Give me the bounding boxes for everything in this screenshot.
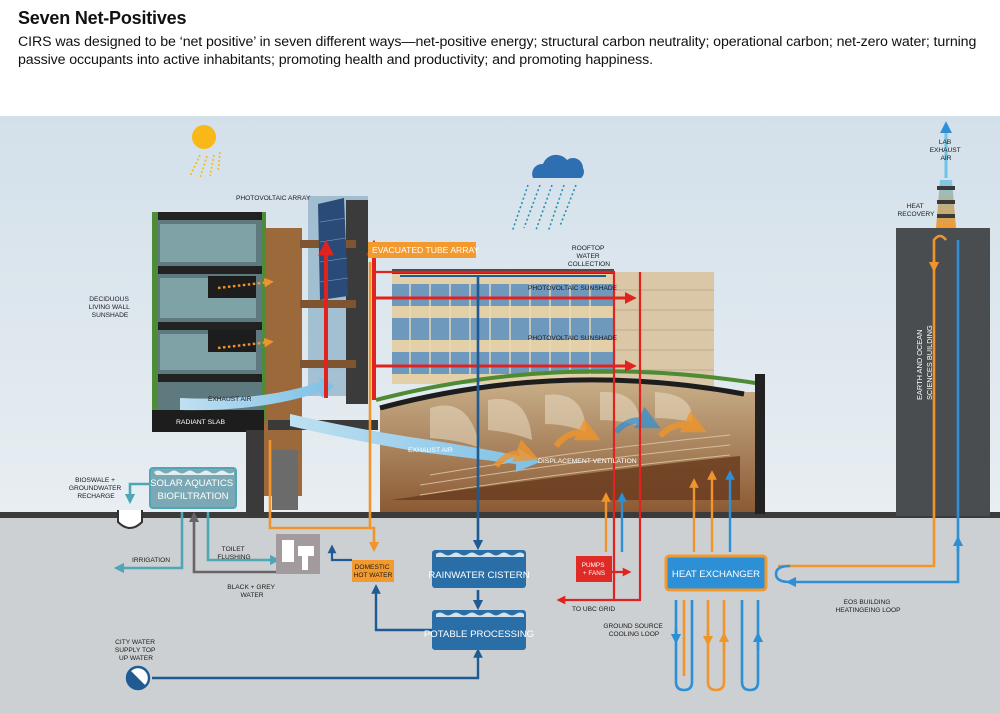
bioswale-pipe bbox=[124, 482, 150, 505]
city-water-label: CITY WATER SUPPLY TOP UP WATER bbox=[115, 639, 157, 662]
exhaust-air-label-1: EXHAUST AIR bbox=[208, 396, 252, 403]
pumps-fans-box bbox=[576, 556, 612, 582]
eos-loop-label: EOS BUILDING HEATINGEING LOOP bbox=[835, 599, 901, 614]
city-water-pipe bbox=[152, 648, 483, 680]
lab-exhaust-stack bbox=[936, 121, 956, 228]
displacement-ventilation-loops bbox=[601, 470, 735, 552]
city-water-valve-icon bbox=[125, 665, 151, 691]
potable-to-dhw-pipe bbox=[371, 584, 432, 632]
toilet-flushing-label: TOILET FLUSHING bbox=[217, 546, 250, 561]
eos-heating-loop bbox=[774, 234, 964, 588]
ground-source-loop-label: GROUND SOURCE COOLING LOOP bbox=[603, 623, 664, 638]
photovoltaic-sunshade-label-1: PHOTOVOLTAIC SUNSHADE bbox=[528, 285, 618, 292]
header: Seven Net-Positives CIRS was designed to… bbox=[18, 8, 988, 69]
photovoltaic-array-label: PHOTOVOLTAIC ARRAY bbox=[236, 195, 311, 202]
rainwater-cistern-label: RAINWATER CISTERN bbox=[428, 570, 529, 581]
solar-aquatics-box bbox=[149, 467, 237, 509]
heat-recovery-label: HEAT RECOVERY bbox=[898, 203, 935, 218]
rainwater-cistern-box bbox=[432, 550, 526, 588]
domestic-hot-water-box bbox=[352, 560, 394, 582]
irrigation-label: IRRIGATION bbox=[132, 557, 170, 564]
living-wall-building bbox=[152, 212, 266, 516]
blackgrey-water-pipe bbox=[188, 511, 280, 574]
bioswale-basin bbox=[117, 510, 143, 529]
exhaust-air-label-2: EXHAUST AIR bbox=[408, 447, 453, 454]
exhaust-air-arrow-upper bbox=[180, 376, 334, 411]
radiant-slab-label: RADIANT SLAB bbox=[176, 419, 225, 426]
black-grey-water-label: BLACK + GREY WATER bbox=[227, 584, 277, 599]
photovoltaic-sunshade-label-2: PHOTOVOLTAIC SUNSHADE bbox=[528, 335, 618, 342]
sun-icon bbox=[189, 125, 221, 179]
auditorium bbox=[375, 369, 765, 514]
page-title: Seven Net-Positives bbox=[18, 8, 187, 28]
potable-processing-label: POTABLE PROCESSING bbox=[424, 629, 534, 640]
potable-processing-box bbox=[432, 610, 526, 650]
evacuated-tube-array-label: EVACUATED TUBE ARRAY bbox=[372, 245, 480, 255]
toilet-flushing-pipe bbox=[206, 512, 281, 566]
deciduous-living-wall-label: DECIDUOUS LIVING WALL SUNSHADE bbox=[89, 296, 132, 319]
irrigation-pipe bbox=[113, 512, 184, 574]
lab-exhaust-air-label: LAB EXHAUST AIR bbox=[930, 139, 963, 162]
heat-exchanger-box bbox=[664, 554, 768, 592]
displacement-ventilation-label: DISPLACEMENT VENTILATION bbox=[538, 458, 637, 465]
heat-exchanger-label: HEAT EXCHANGER bbox=[672, 569, 760, 580]
evacuated-tube-array-box bbox=[368, 242, 476, 258]
photovoltaic-array-panel bbox=[318, 198, 349, 300]
to-ubc-grid-label: TO UBC GRID bbox=[572, 606, 615, 613]
toilet-sink-icon bbox=[276, 534, 320, 574]
ground-source-cooling-loop bbox=[670, 600, 764, 692]
evacuated-tube-loop bbox=[268, 262, 380, 553]
rooftop-water-collection-label: ROOFTOP WATER COLLECTION bbox=[568, 245, 610, 268]
page-subtitle: CIRS was designed to be ‘net positive’ i… bbox=[18, 34, 977, 68]
bioswale-label: BIOSWALE + GROUNDWATER RECHARGE bbox=[69, 477, 123, 500]
domestic-hot-water-label: DOMESTIC HOT WATER bbox=[354, 564, 393, 579]
eos-building bbox=[896, 228, 990, 516]
pumps-fans-label: PUMPS + FANS bbox=[582, 562, 607, 577]
rainwater-pipe bbox=[400, 275, 606, 551]
heat-flow-red-arrows bbox=[318, 239, 642, 605]
dhw-to-fixtures-pipe bbox=[327, 544, 352, 562]
rain-cloud-icon bbox=[511, 154, 584, 233]
earth-ocean-building-label: EARTH AND OCEAN SCIENCES BUILDING bbox=[915, 325, 934, 400]
solar-aquatics-label: SOLAR AQUATICS BIOFILTRATION bbox=[150, 478, 236, 502]
ground-line bbox=[0, 512, 1000, 518]
